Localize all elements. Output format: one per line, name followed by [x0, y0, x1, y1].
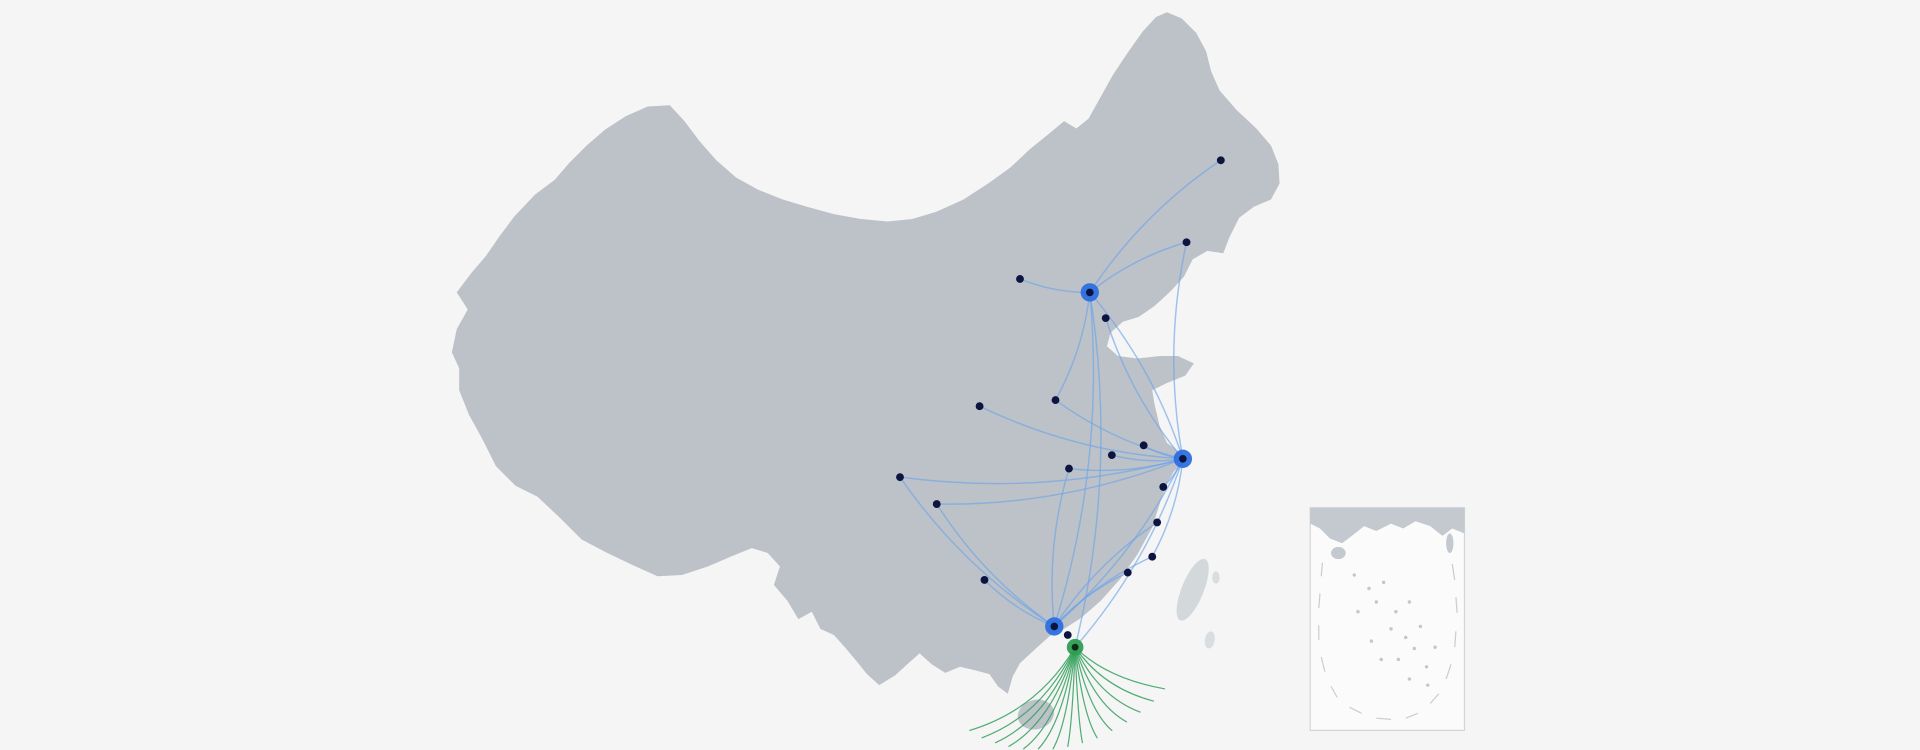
hub-marker[interactable] — [1045, 617, 1064, 636]
inset-island-dot — [1433, 645, 1437, 649]
green-route-arc — [981, 646, 1076, 739]
green-route-arc — [1074, 646, 1084, 744]
city-marker[interactable] — [1016, 275, 1024, 283]
flight-route-arc — [1089, 291, 1184, 460]
green-hub-marker[interactable] — [1066, 638, 1084, 656]
inset-boundary-dash — [1330, 686, 1338, 698]
flight-route-arc — [1173, 241, 1188, 460]
inset-island-dot — [1418, 624, 1423, 629]
inset-island-dot — [1379, 657, 1383, 662]
flight-route-arc — [899, 458, 1184, 485]
inset-island-dot — [1412, 646, 1416, 651]
flight-route-arc — [1074, 458, 1184, 648]
city-marker[interactable] — [980, 576, 989, 584]
inset-boundary-dash — [1376, 717, 1392, 721]
south-china-sea-inset — [1309, 507, 1466, 732]
inset-island-dot — [1424, 665, 1429, 669]
inset-island-dot — [1404, 635, 1408, 640]
flight-route-arc — [1053, 555, 1153, 628]
city-marker[interactable] — [1051, 396, 1060, 404]
inset-island-dot — [1356, 610, 1360, 614]
inset-boundary-dash — [1445, 664, 1452, 680]
city-marker[interactable] — [1216, 156, 1225, 165]
inset-island-dot — [1374, 600, 1379, 604]
inset-coastline-shape — [1310, 507, 1465, 544]
hub-marker[interactable] — [1080, 283, 1099, 302]
hub-core-dot — [1050, 622, 1059, 631]
flight-route-arc — [1089, 241, 1188, 294]
city-marker[interactable] — [1101, 314, 1110, 323]
flight-route-arc — [1089, 159, 1222, 294]
inset-island-dot — [1394, 610, 1398, 614]
green-route-arc — [1074, 646, 1098, 739]
city-marker[interactable] — [1153, 518, 1162, 527]
inset-boundary-dash — [1320, 562, 1324, 577]
small-island-shape — [1212, 571, 1220, 584]
inset-island-dot — [1407, 600, 1412, 604]
flight-route-arc — [1151, 458, 1184, 558]
green-hub-core-dot — [1071, 643, 1079, 651]
green-route-arc — [1008, 646, 1076, 747]
inset-taiwan-shape — [1446, 533, 1454, 554]
taiwan-island-shape — [1176, 558, 1209, 621]
green-route-arc — [1067, 646, 1076, 747]
inset-boundary-dash — [1455, 597, 1458, 614]
city-marker[interactable] — [975, 402, 984, 411]
inset-island-dot — [1426, 683, 1430, 687]
inset-boundary-dash — [1349, 706, 1362, 714]
inset-island-dot — [1367, 586, 1371, 591]
city-marker[interactable] — [1159, 483, 1168, 491]
flight-route-arc — [1053, 521, 1158, 628]
flight-route-arc — [1104, 317, 1184, 460]
flight-route-arc — [1053, 291, 1095, 628]
green-route-arc — [1074, 646, 1113, 732]
city-marker[interactable] — [1065, 464, 1073, 473]
green-route-arc — [1074, 646, 1166, 690]
flight-route-arc — [899, 476, 1056, 628]
flight-route-arc — [1054, 399, 1184, 460]
city-marker[interactable] — [932, 500, 941, 508]
inset-boundary-dash — [1405, 712, 1419, 719]
flight-route-arc — [1053, 458, 1184, 628]
green-route-arc — [994, 646, 1076, 744]
inset-island-dot — [1352, 573, 1356, 577]
flight-route-arc — [1054, 291, 1091, 401]
green-route-arc — [1023, 646, 1076, 750]
china-mainland-shape — [451, 12, 1280, 694]
hub-marker[interactable] — [1173, 449, 1193, 468]
flight-route-arc — [1051, 467, 1070, 628]
hub-core-dot — [1179, 455, 1187, 463]
city-marker[interactable] — [1123, 568, 1132, 577]
inset-island-dot — [1381, 580, 1386, 585]
inset-island-dot — [1369, 639, 1374, 643]
inset-boundary-dash — [1318, 593, 1321, 609]
inset-boundary-dash — [1451, 563, 1456, 581]
city-marker[interactable] — [1148, 552, 1157, 561]
green-route-arc — [969, 646, 1076, 732]
green-route-arc — [1074, 646, 1128, 723]
green-route-arc — [1037, 646, 1076, 750]
hub-core-dot — [1086, 288, 1094, 297]
flight-route-arc — [978, 405, 1184, 460]
small-island-shape — [1204, 631, 1215, 649]
inset-boundary-dash — [1320, 656, 1326, 672]
inset-island-dot — [1396, 657, 1401, 662]
inset-island-dot — [1389, 627, 1393, 631]
city-marker[interactable] — [1182, 238, 1191, 247]
flight-route-arc — [936, 503, 1056, 628]
inset-frame — [1309, 507, 1466, 732]
green-route-arc — [1074, 646, 1141, 713]
inset-island-dot — [1407, 677, 1412, 681]
inset-boundary-dash — [1429, 693, 1440, 704]
inset-hainan-shape — [1331, 546, 1346, 560]
green-route-arc — [1052, 646, 1076, 750]
city-marker[interactable] — [896, 473, 904, 482]
inset-boundary-dash — [1454, 631, 1457, 648]
green-route-arc — [1074, 646, 1155, 702]
city-marker[interactable] — [1139, 441, 1148, 450]
city-marker[interactable] — [1063, 631, 1072, 639]
city-marker[interactable] — [1107, 451, 1116, 460]
